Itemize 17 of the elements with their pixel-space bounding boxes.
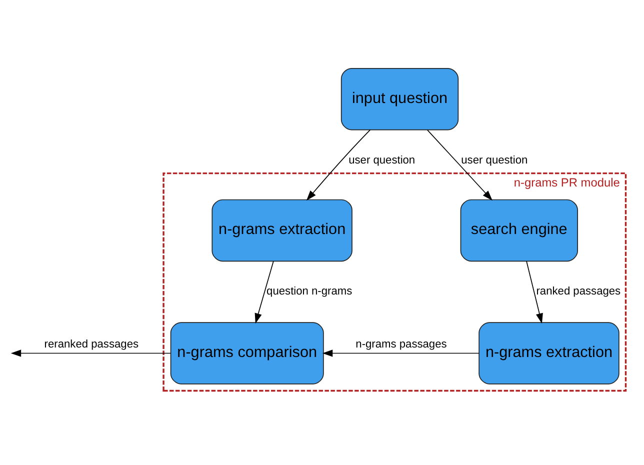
node-box: input question (340, 67, 459, 130)
edge-label: ranked passages (536, 285, 621, 298)
node-box: search engine (460, 198, 578, 262)
arrow (10, 349, 171, 356)
arrow (322, 349, 480, 356)
arrow (306, 129, 370, 200)
edge-label: question n-grams (266, 285, 352, 298)
edge-label: n-grams passages (356, 338, 447, 350)
edge-label: reranked passages (44, 338, 139, 350)
edge-label: user question (348, 154, 416, 166)
arrow (254, 260, 274, 324)
edge-label: user question (461, 154, 528, 166)
node-box: n-grams comparison (170, 322, 324, 384)
arrow (427, 129, 492, 200)
node-box: n-grams extraction (212, 198, 352, 262)
node-box: n-grams extraction (478, 322, 620, 384)
arrow (526, 260, 543, 324)
